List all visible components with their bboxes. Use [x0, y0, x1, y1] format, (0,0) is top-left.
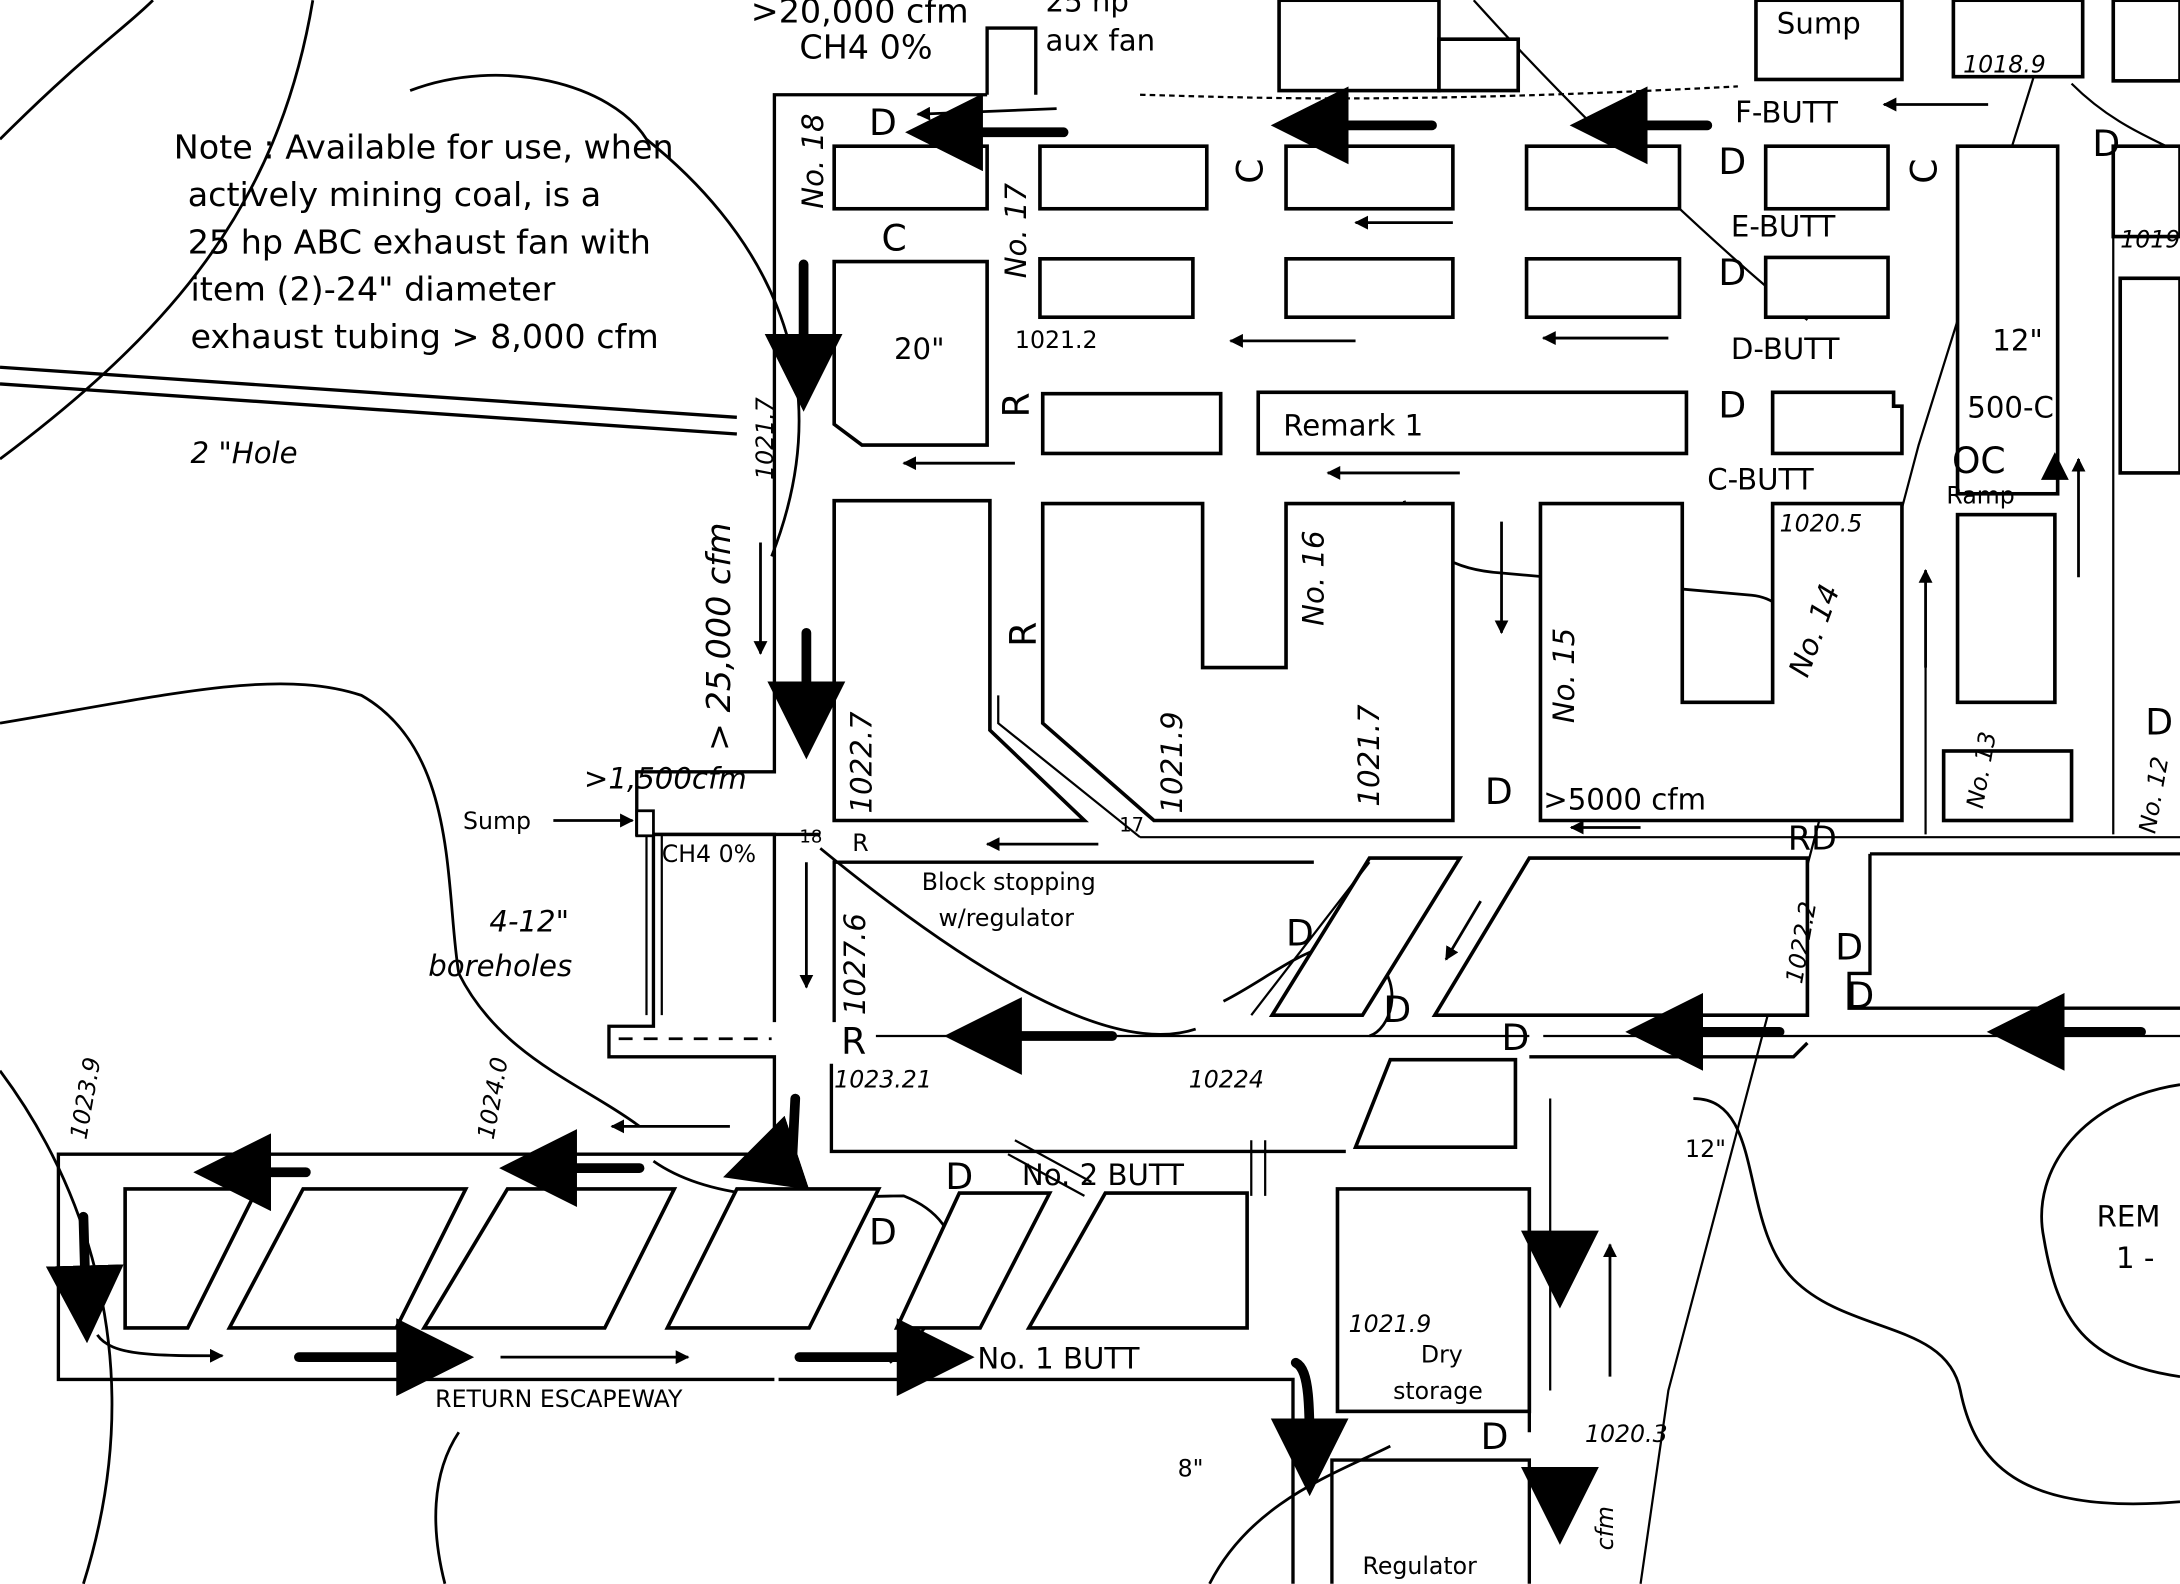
intake-ch4-label: CH4 0%: [799, 28, 932, 67]
entry-label-no15: No. 15: [1547, 628, 1581, 723]
entry-label-no18: No. 18: [796, 113, 830, 208]
ramp-triangle-icon: [2040, 452, 2069, 480]
door-symbol: D: [2145, 700, 2173, 743]
ch4-label: CH4 0%: [662, 840, 756, 868]
aux-fan-label-2: aux fan: [1046, 23, 1156, 57]
flow-label: cfm: [1591, 1506, 1619, 1550]
door-symbol: D: [1718, 251, 1746, 294]
elevation-label: 1019: [2120, 226, 2180, 254]
crosscut-number: 18: [799, 827, 822, 848]
sump-label: Sump: [463, 807, 531, 835]
elevation-label: 1021.7: [1352, 704, 1386, 807]
regulator-symbol: R: [995, 392, 1038, 417]
door-symbol: D: [1718, 140, 1746, 183]
elevation-label: 1020.3: [1585, 1420, 1668, 1448]
regulator-symbol: R: [1002, 622, 1045, 647]
door-symbol: D: [1718, 383, 1746, 426]
check-curtain-symbol: C: [881, 216, 906, 259]
door-symbol: D: [1835, 926, 1863, 969]
door-symbol: D: [945, 1155, 973, 1198]
overcast-bridge-icon: [1007, 1139, 1092, 1197]
regulator-symbol: R: [852, 829, 868, 857]
butt-label-c: C-BUTT: [1707, 463, 1814, 497]
door-symbol: D: [1286, 912, 1314, 955]
elevation-label: 1021.2: [1015, 326, 1098, 354]
door-symbol: D: [1485, 770, 1513, 813]
two-inch-hole: [0, 365, 737, 436]
boreholes-label: 4-12": [489, 905, 569, 939]
butt-label-no1: No. 1 BUTT: [977, 1341, 1139, 1375]
entry-label-no17: No. 17: [999, 182, 1033, 278]
remark-area-label: REM: [2097, 1199, 2161, 1233]
regulator-symbol: R: [841, 1020, 866, 1063]
crosscut-number: 17: [1119, 814, 1144, 837]
flow-label: >5000 cfm: [1543, 782, 1706, 816]
elevation-label: 1022.7: [845, 711, 879, 814]
note-block: Note : Available for use, when actively …: [174, 128, 674, 356]
door-symbol: D: [869, 1211, 897, 1254]
sump-icon: [635, 809, 655, 838]
sump-label: Sump: [1777, 7, 1861, 41]
door-symbol: D: [1383, 988, 1411, 1031]
elevation-label: 1021.7: [751, 397, 779, 480]
elevation-label: 1021.9: [1349, 1310, 1432, 1338]
elevation-label: 1020.5: [1780, 509, 1863, 537]
entry-label-no16: No. 16: [1297, 530, 1331, 625]
intake-flow-label: >20,000 cfm: [751, 0, 969, 30]
butt-label-no2: No. 2 BUTT: [1022, 1158, 1184, 1192]
elevation-label: 1024.0: [472, 1055, 514, 1141]
elevation-label: 1018.9: [1963, 51, 2046, 79]
door-symbol: D: [1502, 1016, 1530, 1059]
dry-storage-label: storage: [1393, 1377, 1483, 1405]
door-symbol: D: [1846, 974, 1874, 1017]
hole-label: 2 "Hole: [190, 436, 297, 470]
elevation-label: 1023.9: [65, 1055, 107, 1141]
airflow-arrows: [45, 86, 2146, 1545]
pipe-size-label: 8": [1178, 1455, 1204, 1483]
overcast-label: 500-C: [1967, 390, 2054, 424]
flow-label: > 25,000 cfm: [699, 523, 738, 751]
note-line: Note : Available for use, when: [174, 128, 674, 167]
note-line: item (2)-24" diameter: [190, 270, 555, 309]
elevation-label: 1021.9: [1155, 711, 1189, 813]
aux-fan-label-1: 25 hp: [1046, 0, 1129, 18]
check-curtain-symbol: C: [1903, 159, 1946, 184]
overcast-symbol: OC: [1952, 439, 2006, 482]
door-symbol: D: [2092, 122, 2120, 165]
door-symbol: D: [1481, 1415, 1509, 1458]
pipe-size-label: 20": [894, 332, 945, 366]
ventilation-controls: D D D D D D D D D D D D D D D C C C R R …: [841, 101, 2173, 1458]
entry-label-no12: No. 12: [2133, 755, 2174, 836]
butt-label-e: E-BUTT: [1731, 210, 1836, 244]
boreholes-label: boreholes: [428, 949, 572, 983]
pipe-size-label: 12": [1685, 1135, 1726, 1163]
block-stopping-label: Block stopping: [922, 868, 1096, 896]
butt-label-d: D-BUTT: [1731, 332, 1840, 366]
block-stopping-label: w/regulator: [938, 904, 1074, 932]
note-line: exhaust tubing > 8,000 cfm: [190, 317, 658, 356]
note-line: 25 hp ABC exhaust fan with: [188, 222, 651, 261]
pipe-size-label: 12": [1992, 324, 2043, 358]
butt-label-f: F-BUTT: [1735, 96, 1838, 130]
door-symbol: D: [869, 101, 897, 144]
dry-storage-label: Dry: [1421, 1341, 1463, 1369]
regulator-label: Regulator: [1363, 1552, 1478, 1580]
check-curtain-symbol: C: [1228, 159, 1271, 184]
regulator-door-label: RD: [1788, 819, 1837, 858]
elevation-label: 1023.21: [834, 1065, 932, 1093]
remark-label: Remark 1: [1283, 408, 1423, 442]
coal-pillars: [123, 0, 2180, 1414]
note-line: actively mining coal, is a: [188, 175, 601, 214]
return-escapeway-label: RETURN ESCAPEWAY: [435, 1385, 683, 1413]
stopping-marks-icon: [1250, 1140, 1267, 1196]
flow-label: >1,500cfm: [584, 762, 747, 796]
remark-area-label: 1 -: [2116, 1241, 2154, 1275]
elevation-label: 10224: [1189, 1065, 1264, 1093]
elevation-label: 1027.6: [838, 913, 872, 1015]
ramp-label: Ramp: [1946, 482, 2014, 510]
